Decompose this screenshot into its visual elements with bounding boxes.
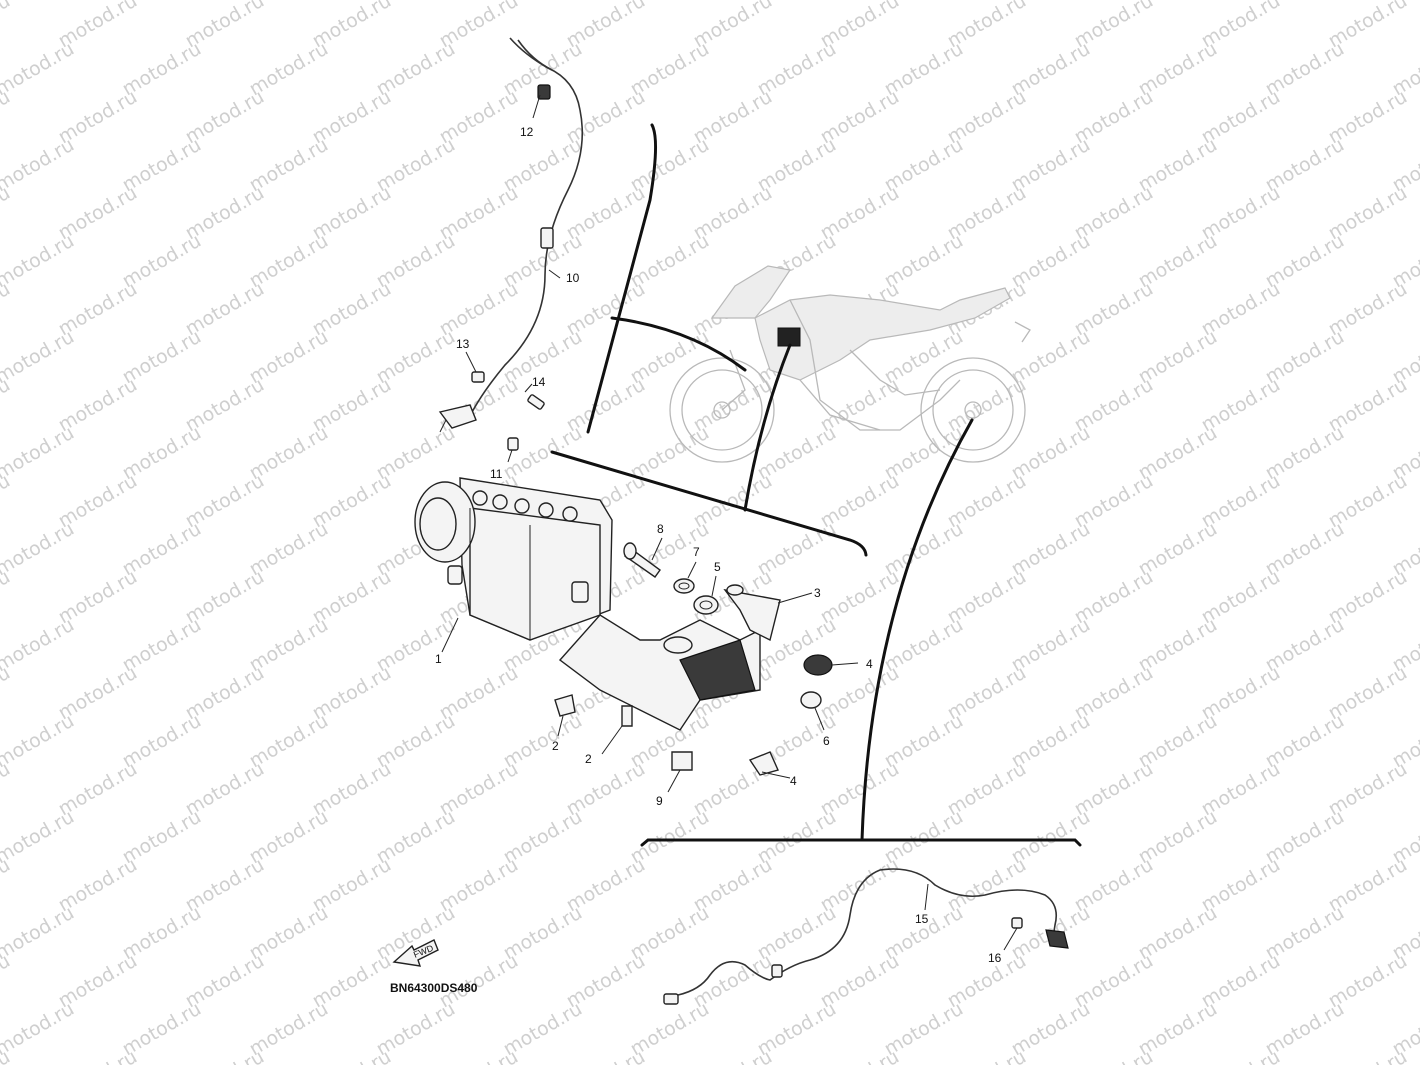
watermark-text: motod.ru [0,374,14,437]
callout-2-upper: 2 [552,739,559,753]
watermark-text: motod.ru [0,230,78,293]
watermark-text: motod.ru [0,470,14,533]
leader-lines [550,123,1082,847]
watermark-text: motod.ru [309,1046,395,1065]
watermark-text: motod.ru [436,1046,522,1065]
watermark-text: motod.ru [0,0,78,4]
callout-9: 9 [656,794,663,808]
watermark-text: motod.ru [0,614,78,677]
callout-5: 5 [714,560,721,574]
callout-13: 13 [456,337,470,351]
hydraulic-unit-assembly [414,477,613,653]
watermark-text: motod.ru [0,326,78,389]
watermark-text: motod.ru [0,662,14,725]
watermark-text: motod.ru [182,1046,268,1065]
callout-16: 16 [988,951,1002,965]
callout-11: 11 [490,467,503,481]
watermark-text: motod.ru [0,518,78,581]
watermark-text: motod.ru [0,806,78,869]
watermark-text: motod.ru [817,1046,903,1065]
watermark-text: motod.ru [0,278,14,341]
callout-4-upper: 4 [866,657,873,671]
watermark-text: motod.ru [0,134,78,197]
callout-12: 12 [520,125,534,139]
watermark-text: motod.ru [0,422,78,485]
watermark-text: motod.ru [0,758,14,821]
watermark-text: motod.ru [1325,1046,1411,1065]
callout-4-lower: 4 [790,774,797,788]
watermark-text: motod.ru [0,0,14,52]
callout-2-lower: 2 [585,752,592,766]
watermark-text: motod.ru [0,86,14,149]
watermark-text: motod.ru [0,902,78,965]
callout-8: 8 [657,522,664,536]
callout-7: 7 [693,545,700,559]
abs-unit-location-marker [777,327,801,347]
watermark-text: motod.ru [0,998,78,1061]
watermark-text: motod.ru [0,38,78,101]
watermark-text: motod.ru [0,566,14,629]
callout-1: 1 [435,652,442,666]
watermark-text: motod.ru [0,950,14,1013]
callout-10: 10 [566,271,580,285]
rear-sensor-lead [663,868,1069,1005]
watermark-text: motod.ru [563,1046,649,1065]
front-sensor-lead [438,37,584,463]
callout-6: 6 [823,734,830,748]
watermark-text: motod.ru [0,710,78,773]
callout-labels: 1 2 2 3 4 4 5 6 7 8 9 10 11 12 13 14 15 … [435,125,1002,965]
watermark-text: motod.ru [944,1046,1030,1065]
callout-14: 14 [532,375,546,389]
callout-3: 3 [814,586,821,600]
callout-15: 15 [915,912,929,926]
watermark-text: motod.ru [1198,1046,1284,1065]
watermark-text: motod.ru [0,182,14,245]
watermark-text: motod.ru [0,854,14,917]
motorcycle-outline [669,265,1031,463]
watermark-text: motod.ru [55,1046,141,1065]
watermark-text: motod.ru [690,1046,776,1065]
hardware-parts [554,537,859,793]
diagram-code: BN64300DS480 [390,981,478,995]
watermark-text: motod.ru [1071,1046,1157,1065]
mounting-bracket [558,584,813,731]
